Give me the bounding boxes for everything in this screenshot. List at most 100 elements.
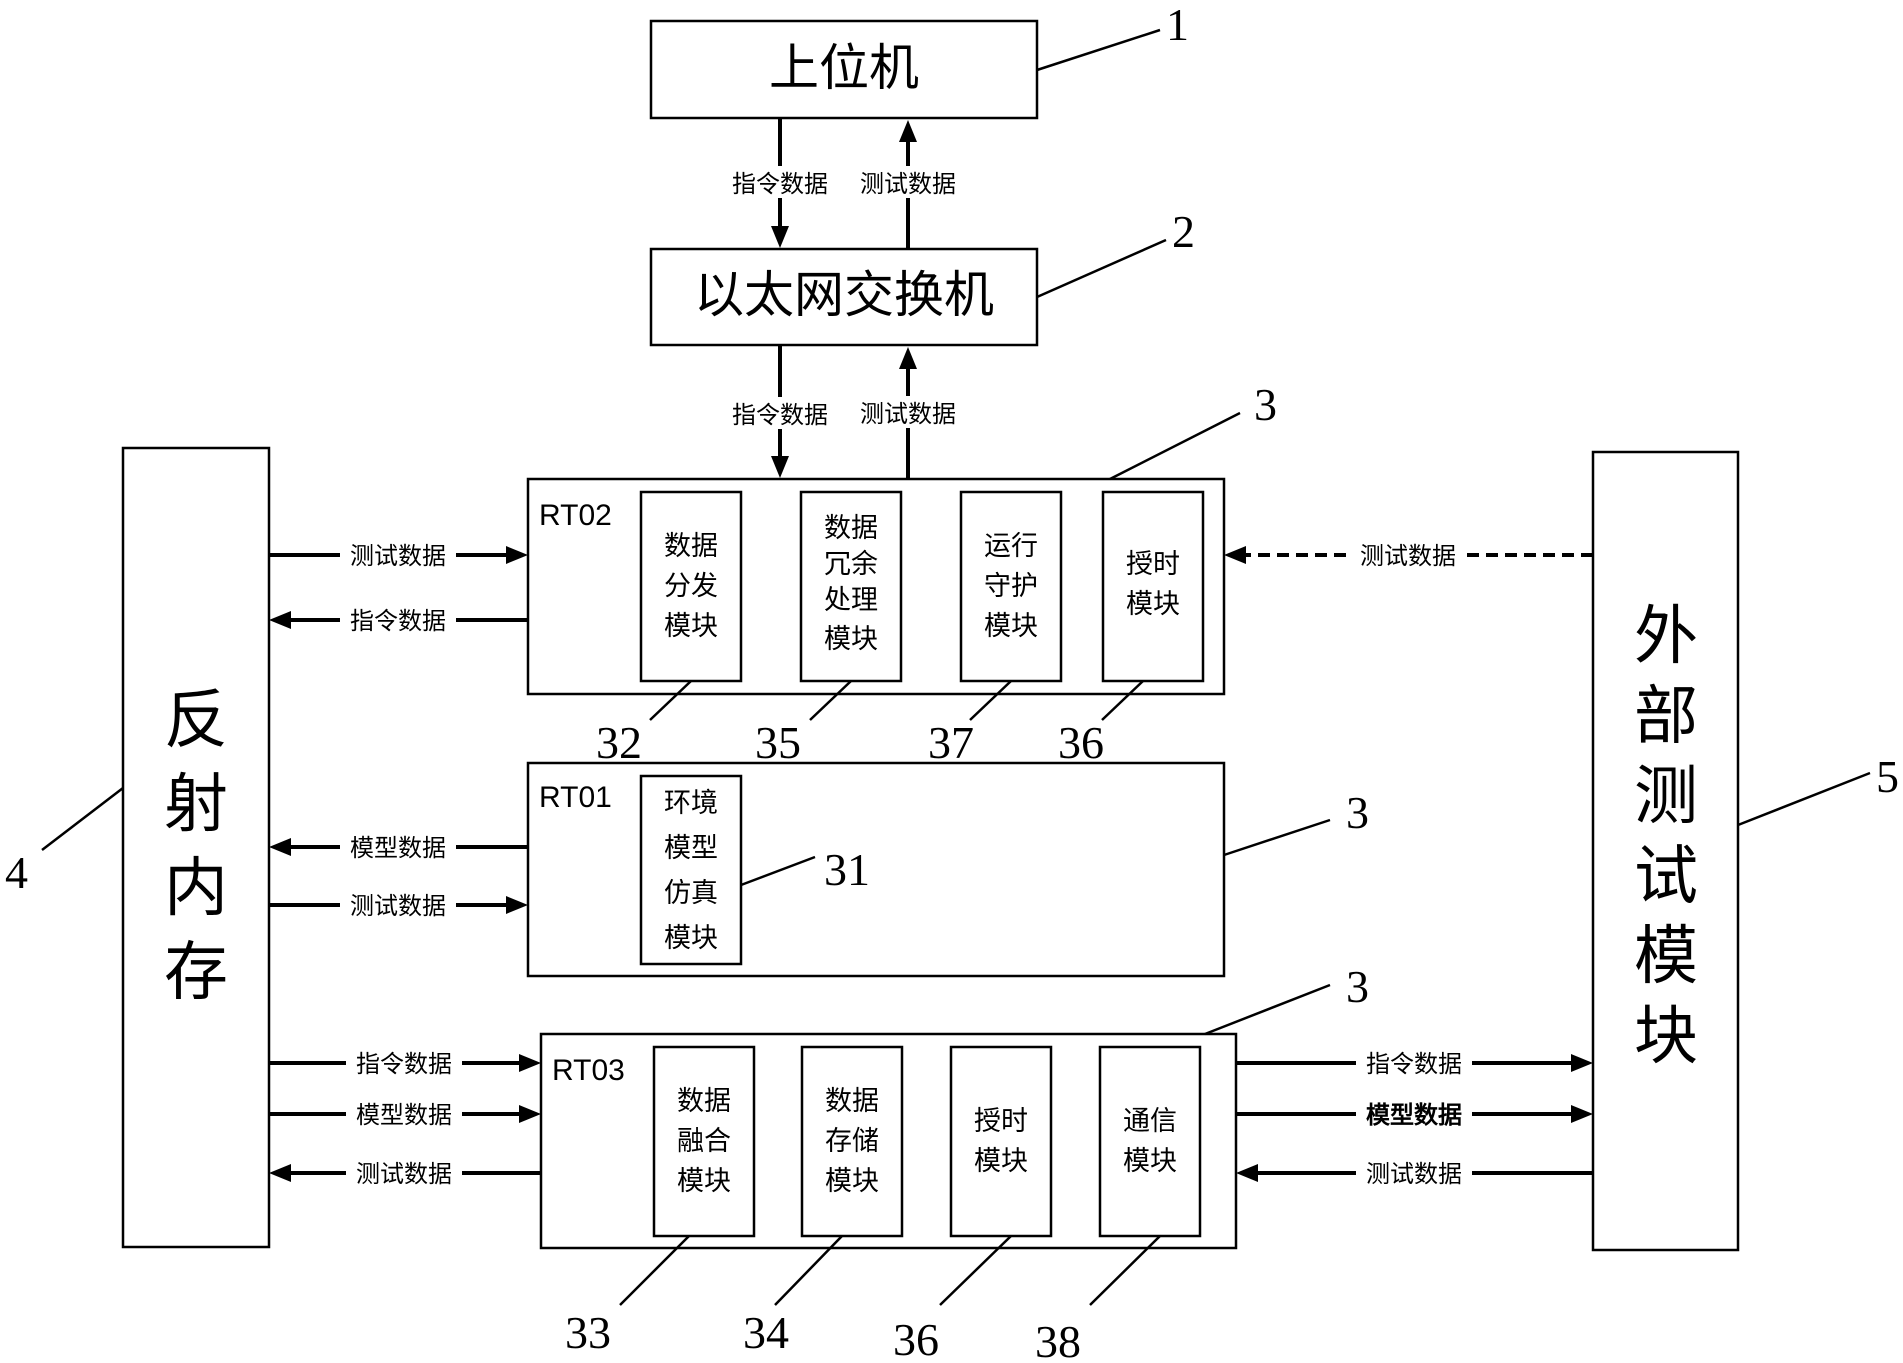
callout-number-rt03: 3 [1346, 961, 1369, 1012]
external-test-char: 模 [1634, 920, 1698, 994]
edge-label: 指令数据 [356, 1050, 452, 1078]
callout-line-35 [809, 680, 852, 721]
callout-number-module: 37 [928, 717, 974, 768]
host-node: 上位机 [649, 19, 1039, 120]
rt02-label: RT02 [539, 499, 612, 532]
reflective-memory-char: 内 [164, 852, 228, 926]
external-test-char: 部 [1634, 680, 1698, 754]
callout-number-switch: 2 [1172, 206, 1195, 257]
rt03-module-communication: 通信 模块 [1098, 1045, 1202, 1238]
module-text-line: 数据 [825, 1086, 879, 1117]
module-text-line: 数据 [824, 513, 878, 544]
edge-label: 测试数据 [1360, 542, 1456, 570]
edge-label: 模型数据 [356, 1101, 452, 1129]
external-test-char: 测 [1634, 760, 1698, 834]
module-text-line: 处理 [824, 585, 878, 616]
reflective-memory-char: 反 [164, 684, 228, 758]
module-text-line: 模块 [824, 624, 878, 655]
edge-mem-to-rt01: 测试数据 [269, 890, 528, 920]
module-text-line: 模块 [984, 611, 1038, 642]
callout-line-3-rt02 [1109, 411, 1241, 481]
edge-switch-to-rt02: 指令数据 [722, 345, 838, 478]
edge-mem-to-rt03-model: 模型数据 [269, 1099, 541, 1129]
callout-number-module: 34 [743, 1307, 789, 1358]
edge-host-to-switch: 指令数据 [722, 118, 838, 248]
rt02-module-run-guard: 运行 守护 模块 [959, 490, 1063, 683]
callout-number-rt01: 3 [1346, 787, 1369, 838]
callout-number-module: 33 [565, 1307, 611, 1358]
switch-node: 以太网交换机 [649, 247, 1039, 347]
module-text-line: 环境 [664, 788, 718, 819]
module-text-line: 仿真 [664, 878, 718, 909]
rt03-module-data-storage: 数据 存储 模块 [800, 1045, 904, 1238]
callout-line-4 [41, 787, 124, 851]
edge-label: 测试数据 [356, 1160, 452, 1188]
callout-number-rt02: 3 [1254, 379, 1277, 430]
callout-number-host: 1 [1166, 0, 1189, 50]
rt03-module-timing: 授时 模块 [949, 1045, 1053, 1238]
callout-line-36a [1101, 680, 1144, 721]
external-test-char: 块 [1634, 1000, 1698, 1074]
edge-mem-to-rt02: 测试数据 [269, 540, 528, 570]
reflective-memory-char: 射 [164, 768, 228, 842]
edge-label: 测试数据 [350, 542, 446, 570]
module-text-line: 存储 [825, 1126, 879, 1157]
callout-line-37 [969, 680, 1012, 721]
callout-line-2 [1036, 238, 1167, 299]
edge-rt02-to-switch: 测试数据 [850, 347, 966, 478]
edge-mem-to-rt03-cmd: 指令数据 [269, 1048, 541, 1078]
callout-line-36b [939, 1235, 1012, 1306]
edge-rt03-to-ext-cmd: 指令数据 [1236, 1048, 1593, 1078]
callout-line-32 [649, 680, 692, 721]
callout-line-33 [619, 1235, 690, 1306]
rt01-module-environment-sim: 环境 模型 仿真 模块 [639, 774, 743, 966]
module-text-line: 模块 [974, 1146, 1028, 1177]
rt02-module-timing: 授时 模块 [1101, 490, 1205, 683]
edge-rt03-to-mem: 测试数据 [269, 1158, 541, 1188]
edge-label: 模型数据 [350, 834, 446, 862]
module-text-line: 授时 [974, 1106, 1028, 1137]
module-text-line: 运行 [984, 531, 1038, 562]
edge-rt02-to-mem: 指令数据 [269, 605, 528, 635]
rt01-node: RT01 环境 模型 仿真 模块 [526, 761, 1226, 978]
module-text-line: 融合 [677, 1126, 731, 1157]
external-test-node: 外 部 测 试 模 块 [1591, 450, 1740, 1252]
module-text-line: 授时 [1126, 549, 1180, 580]
callout-number-external: 5 [1876, 751, 1899, 802]
module-text-line: 模块 [664, 923, 718, 954]
edge-label: 测试数据 [860, 400, 956, 428]
rt02-module-data-distribution: 数据 分发 模块 [639, 490, 743, 683]
edge-switch-to-host: 测试数据 [850, 120, 966, 249]
callout-line-34 [774, 1235, 843, 1306]
callout-line-31 [740, 855, 816, 887]
edge-label: 指令数据 [732, 401, 828, 429]
rt02-module-redundancy: 数据 冗余 处理 模块 [799, 490, 903, 683]
edge-rt03-to-ext-model: 模型数据 [1236, 1099, 1593, 1129]
module-text-line: 模型 [664, 833, 718, 864]
callout-line-3-rt03 [1204, 983, 1331, 1036]
reflective-memory-node: 反 射 内 存 [121, 446, 271, 1249]
callout-number-module: 36 [893, 1314, 939, 1363]
rt01-label: RT01 [539, 781, 612, 814]
module-text-line: 守护 [984, 571, 1038, 602]
reflective-memory-char: 存 [164, 936, 228, 1010]
module-text-line: 模块 [1126, 589, 1180, 620]
callout-number-memory: 4 [5, 847, 28, 898]
edge-rt01-to-mem: 模型数据 [269, 832, 528, 862]
external-test-char: 外 [1634, 600, 1698, 674]
module-text-line: 模块 [825, 1166, 879, 1197]
edge-ext-to-rt03: 测试数据 [1236, 1158, 1593, 1188]
edge-label: 测试数据 [1366, 1160, 1462, 1188]
edge-label: 指令数据 [350, 607, 446, 635]
callout-line-3-rt01 [1223, 818, 1331, 857]
module-text-line: 通信 [1123, 1106, 1177, 1137]
module-text-line: 模块 [1123, 1146, 1177, 1177]
module-text-line: 数据 [664, 531, 718, 562]
rt03-module-data-fusion: 数据 融合 模块 [652, 1045, 756, 1238]
edge-label: 指令数据 [732, 170, 828, 198]
callout-number-module: 36 [1058, 717, 1104, 768]
edge-label: 测试数据 [860, 170, 956, 198]
host-label: 上位机 [769, 39, 919, 97]
edge-label: 测试数据 [350, 892, 446, 920]
